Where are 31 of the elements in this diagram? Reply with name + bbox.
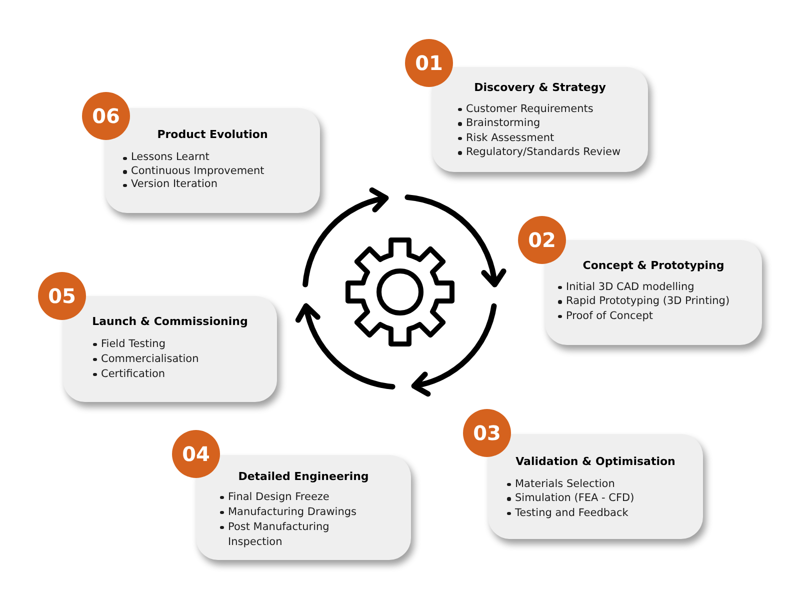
step-number: 02 [518, 216, 566, 264]
list-item: Materials Selection [515, 476, 615, 492]
card-title: Concept & Prototyping [582, 258, 724, 272]
list-item: Commercialisation [101, 352, 199, 366]
list-item: Testing and Feedback [515, 506, 628, 520]
list-item: Simulation (FEA - CFD) [515, 491, 634, 506]
list-item: Field Testing [101, 336, 166, 352]
list-item: Certification [101, 366, 166, 382]
step-number: 05 [38, 272, 86, 320]
list-item: Version Iteration [131, 178, 218, 192]
step-number: 06 [82, 92, 130, 140]
list-item: Final Design Freeze [228, 490, 330, 504]
card-title: Detailed Engineering [238, 468, 369, 484]
step-number: 03 [463, 409, 511, 457]
list-item: Regulatory/Standards Review [466, 145, 621, 160]
list-item: Customer Requirements [466, 102, 594, 116]
list-item: Brainstorming [466, 116, 540, 131]
list-item: Continuous Improvement [131, 164, 264, 178]
card-title: Launch & Commissioning [92, 314, 248, 328]
list-item: Initial 3D CAD modelling [566, 280, 694, 294]
card-title: Product Evolution [157, 126, 268, 142]
card-title: Discovery & Strategy [474, 80, 606, 94]
list-item: Post Manufacturing Inspection [228, 520, 330, 550]
step-number: 01 [405, 39, 453, 87]
list-item: Manufacturing Drawings [228, 504, 357, 520]
step-number: 04 [172, 430, 220, 478]
list-item: Rapid Prototyping (3D Printing) [566, 294, 730, 309]
list-item: Risk Assessment [466, 130, 554, 146]
list-item: Proof of Concept [566, 308, 653, 324]
list-item: Lessons Learnt [131, 151, 210, 165]
card-title: Validation & Optimisation [516, 454, 676, 468]
